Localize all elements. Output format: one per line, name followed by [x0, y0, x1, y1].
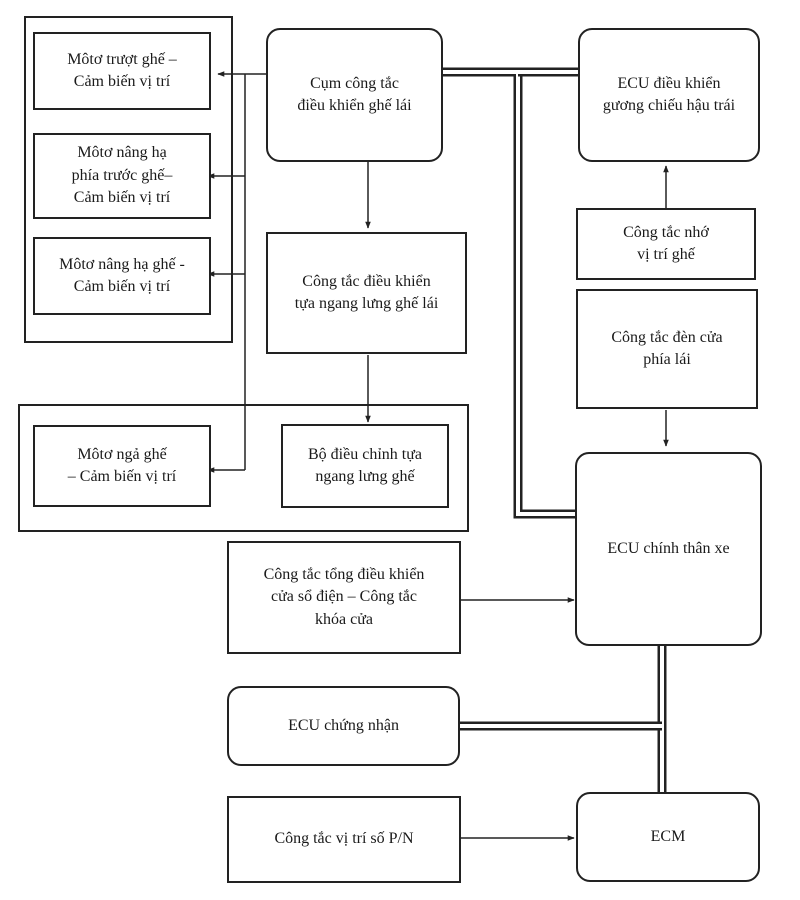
ecm-label: ECM — [650, 827, 686, 845]
seat-recline-motor-label: Môtơ ngả ghế – Cảm biến vị trí — [67, 445, 177, 485]
certification-ecu-label: ECU chứng nhận — [288, 716, 399, 734]
seat-lift-motor-box: Môtơ nâng hạ ghế - Cảm biến vị trí — [33, 237, 211, 315]
driver-seat-switch-label: Cụm công tắc điều khiển ghế lái — [297, 74, 412, 114]
lumbar-switch-label: Công tắc điều khiển tựa ngang lưng ghế l… — [294, 272, 439, 312]
driver-seat-switch-box: Cụm công tắc điều khiển ghế lái — [266, 28, 443, 162]
seat-lift-motor-label: Môtơ nâng hạ ghế - Cảm biến vị trí — [59, 255, 185, 295]
lumbar-adjuster-box: Bộ điều chỉnh tựa ngang lưng ghế — [281, 424, 449, 508]
master-window-switch-box: Công tắc tổng điều khiển cửa sổ điện – C… — [227, 541, 461, 654]
control-arrows — [365, 162, 669, 841]
main-body-ecu-box: ECU chính thân xe — [575, 452, 762, 646]
pn-switch-box: Công tắc vị trí số P/N — [227, 796, 461, 883]
lumbar-frame — [18, 404, 469, 532]
mirror-ecu-box: ECU điều khiển gương chiếu hậu trái — [578, 28, 760, 162]
pn-switch-label: Công tắc vị trí số P/N — [274, 830, 414, 848]
lumbar-adjuster-label: Bộ điều chỉnh tựa ngang lưng ghế — [308, 445, 422, 485]
seat-front-lift-motor-label: Môtơ nâng hạ phía trước ghế– Cảm biến vị… — [71, 144, 173, 207]
seat-slide-motor-label: Môtơ trượt ghế – Cảm biến vị trí — [67, 50, 177, 90]
main-body-ecu-label: ECU chính thân xe — [607, 539, 730, 557]
courtesy-switch-box: Công tắc đèn cửa phía lái — [576, 289, 758, 409]
master-window-switch-label: Công tắc tổng điều khiển cửa sổ điện – C… — [263, 565, 425, 628]
certification-ecu-box: ECU chứng nhận — [227, 686, 460, 766]
ecm-box: ECM — [576, 792, 760, 882]
courtesy-switch-label: Công tắc đèn cửa phía lái — [611, 328, 723, 368]
seat-recline-motor-box: Môtơ ngả ghế – Cảm biến vị trí — [33, 425, 211, 507]
lumbar-switch-box: Công tắc điều khiển tựa ngang lưng ghế l… — [266, 232, 467, 354]
seat-front-lift-motor-box: Môtơ nâng hạ phía trước ghế– Cảm biến vị… — [33, 133, 211, 219]
seat-slide-motor-box: Môtơ trượt ghế – Cảm biến vị trí — [33, 32, 211, 110]
mirror-ecu-label: ECU điều khiển gương chiếu hậu trái — [602, 74, 736, 114]
seat-motor-frame — [24, 16, 233, 343]
bus-seat-switch-to-body-ecu — [440, 67, 578, 519]
memory-switch-box: Công tắc nhớ vị trí ghế — [576, 208, 756, 280]
memory-switch-label: Công tắc nhớ vị trí ghế — [623, 223, 709, 263]
